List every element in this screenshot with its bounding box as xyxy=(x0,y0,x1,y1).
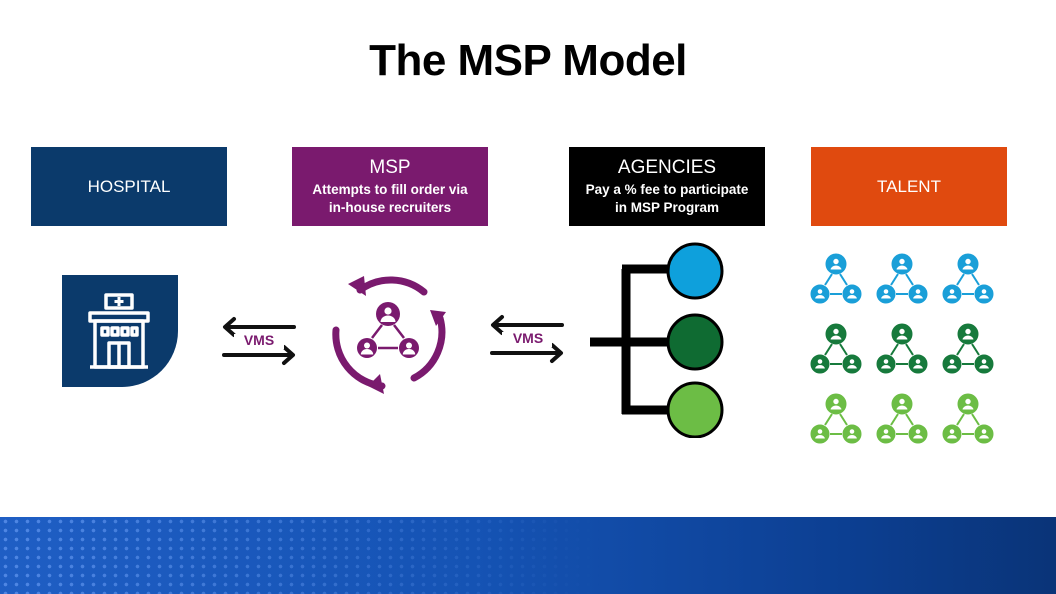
talent-row-blue xyxy=(810,253,994,304)
agencies-desc-line1: Pay a % fee to participate xyxy=(585,181,749,197)
footer-dot-pattern xyxy=(0,517,600,594)
recruiting-cycle-icon xyxy=(332,276,446,394)
hospital-label: HOSPITAL xyxy=(87,176,171,196)
agency-branch-icon xyxy=(590,242,724,438)
agency-circle-blue xyxy=(666,242,724,300)
page-title: The MSP Model xyxy=(369,36,687,85)
vms-arrows-left xyxy=(222,317,296,365)
talent-label: TALENT xyxy=(877,176,941,196)
hospital-building-icon xyxy=(62,275,178,387)
vms-label-left: VMS xyxy=(243,332,275,348)
agency-circle-darkgreen xyxy=(666,313,724,371)
footer-band xyxy=(0,517,1056,594)
agencies-label: AGENCIES xyxy=(617,156,717,178)
msp-desc-line2: in-house recruiters xyxy=(328,199,452,215)
vms-arrows-right xyxy=(490,315,564,363)
talent-row-darkgreen xyxy=(810,323,994,374)
msp-desc-line1: Attempts to fill order via xyxy=(312,181,468,197)
msp-label: MSP xyxy=(369,156,411,178)
msp-box: MSP Attempts to fill order via in-house … xyxy=(292,147,488,226)
talent-network-icon xyxy=(810,253,994,444)
agencies-desc-line2: in MSP Program xyxy=(614,199,720,215)
agencies-box: AGENCIES Pay a % fee to participate in M… xyxy=(569,147,765,226)
vms-label-right: VMS xyxy=(512,330,544,346)
talent-box: TALENT xyxy=(811,147,1007,226)
talent-row-lightgreen xyxy=(810,393,994,444)
hospital-box: HOSPITAL xyxy=(31,147,227,226)
agency-circle-lightgreen xyxy=(666,381,724,438)
